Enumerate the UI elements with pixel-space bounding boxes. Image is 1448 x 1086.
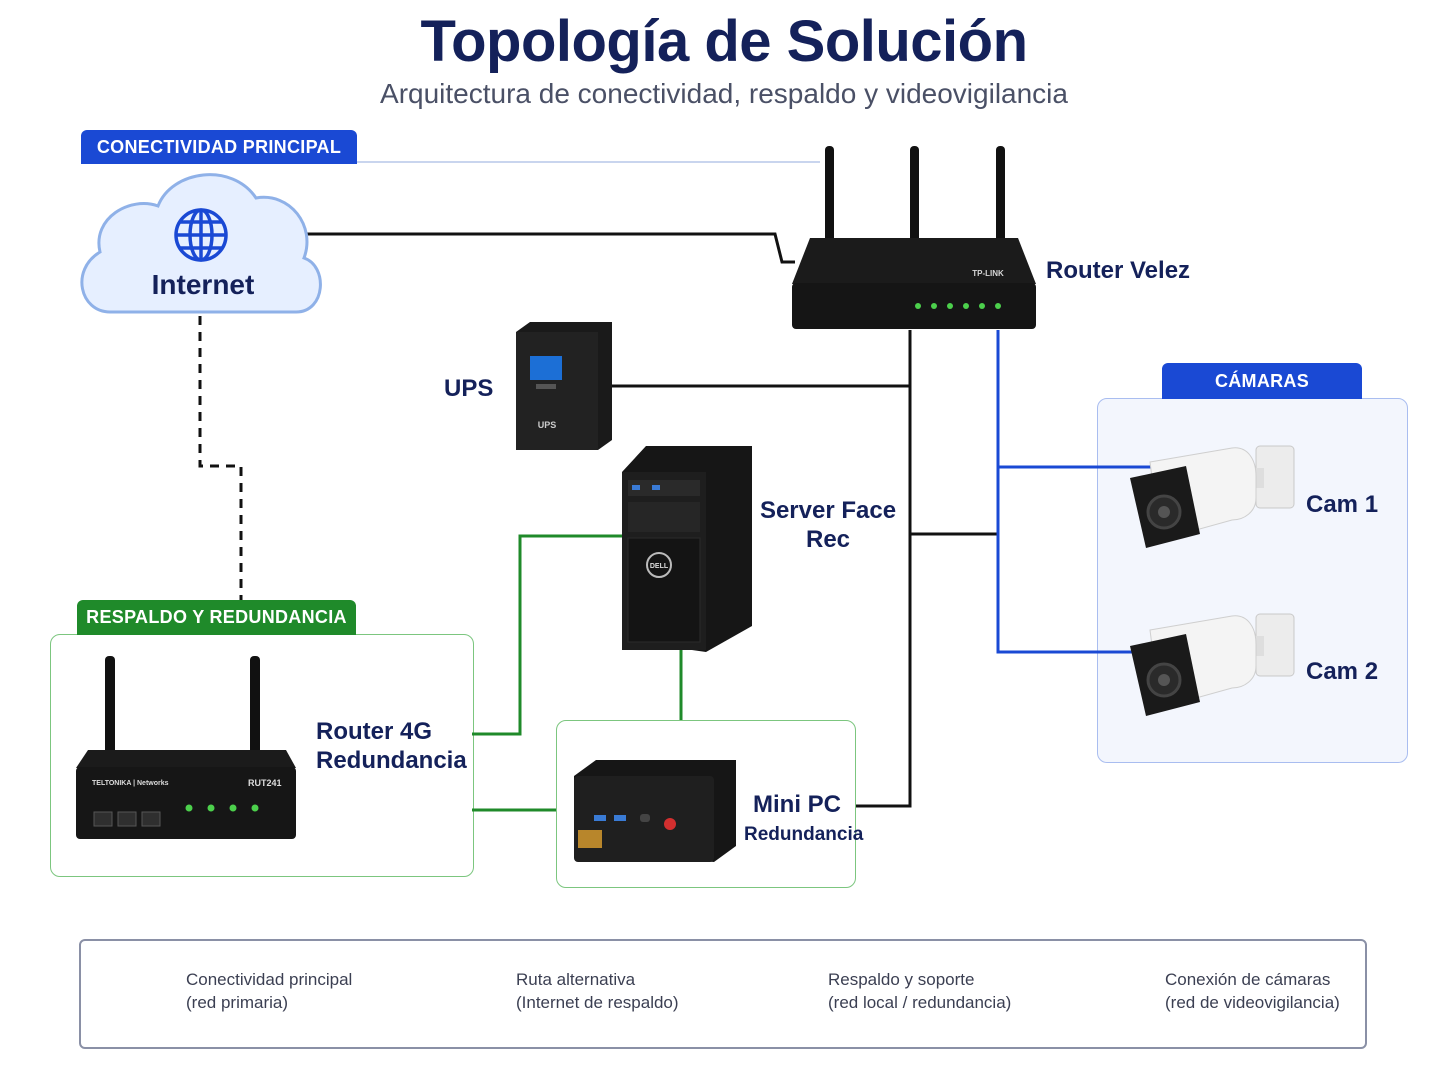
globe-icon bbox=[174, 208, 228, 262]
minipc-label-line1: Mini PC bbox=[753, 791, 841, 818]
cam1-label: Cam 1 bbox=[1306, 491, 1379, 518]
section-cameras-label: CÁMARAS bbox=[1162, 363, 1362, 399]
server-brand-text: DELL bbox=[650, 563, 669, 570]
page-title: Topología de Solución bbox=[420, 9, 1028, 74]
router4g-label-line1: Router 4G bbox=[316, 718, 433, 745]
cam2-label: Cam 2 bbox=[1306, 658, 1379, 685]
camera-2-icon bbox=[1130, 613, 1295, 716]
internet-router-link bbox=[296, 232, 795, 264]
legend-item-backup: Respaldo y soporte (red local / redundan… bbox=[828, 968, 1011, 1014]
server-tower-icon: DELL bbox=[622, 446, 752, 652]
mini-pc-icon bbox=[574, 760, 736, 862]
router4g-model-text: RUT241 bbox=[248, 778, 282, 788]
cam1-link bbox=[996, 330, 1158, 469]
cam2-link bbox=[996, 467, 1133, 654]
legend-alternate-line2: (Internet de respaldo) bbox=[516, 993, 679, 1012]
router-4g-icon: TELTONIKA | Networks RUT241 bbox=[76, 656, 296, 839]
legend-primary-line2: (red primaria) bbox=[186, 993, 289, 1012]
ups-icon: UPS bbox=[516, 322, 612, 450]
router-backbone-link bbox=[856, 330, 912, 808]
legend-box bbox=[79, 939, 1367, 1049]
minipc-label-line2: Redundancia bbox=[744, 824, 864, 845]
legend-alternate-line1: Ruta alternativa bbox=[516, 970, 636, 989]
legend-cameras-line2: (red de videovigilancia) bbox=[1165, 993, 1340, 1012]
legend-item-cameras: Conexión de cámaras (red de videovigilan… bbox=[1165, 968, 1340, 1014]
legend-backup-line1: Respaldo y soporte bbox=[828, 970, 975, 989]
router4g-label-line2: Redundancia bbox=[316, 747, 467, 774]
internet-label: Internet bbox=[151, 269, 255, 300]
router4g-server-link bbox=[472, 534, 622, 736]
router-brand-text: TP-LINK bbox=[972, 269, 1004, 278]
router-velez-icon: TP-LINK bbox=[792, 146, 1036, 329]
legend-backup-line2: (red local / redundancia) bbox=[828, 993, 1012, 1012]
server-label-line1: Server Face bbox=[759, 497, 897, 524]
router-velez-label: Router Velez bbox=[1046, 257, 1191, 284]
internet-cloud-icon bbox=[80, 173, 322, 314]
server-label-line2: Rec bbox=[805, 526, 851, 553]
page-subtitle: Arquitectura de conectividad, respaldo y… bbox=[380, 78, 1068, 109]
ups-brand-text: UPS bbox=[538, 420, 557, 430]
section-backup-label: RESPALDO Y REDUNDANCIA bbox=[77, 600, 356, 635]
legend-item-alternate: Ruta alternativa (Internet de respaldo) bbox=[516, 968, 679, 1014]
alternate-route-link bbox=[198, 316, 243, 612]
ups-label: UPS bbox=[444, 375, 494, 402]
legend-primary-line1: Conectividad principal bbox=[186, 970, 353, 989]
section-primary-label: CONECTIVIDAD PRINCIPAL bbox=[81, 130, 357, 164]
camera-1-icon bbox=[1130, 445, 1295, 548]
legend-cameras-line1: Conexión de cámaras bbox=[1165, 970, 1331, 989]
legend-item-primary: Conectividad principal (red primaria) bbox=[186, 968, 352, 1014]
router4g-brand-text: TELTONIKA | Networks bbox=[92, 780, 169, 787]
